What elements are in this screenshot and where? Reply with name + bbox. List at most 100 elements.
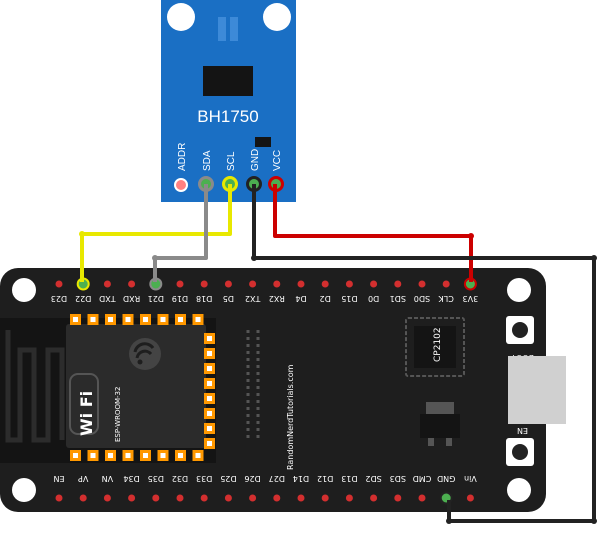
usb-connector xyxy=(508,356,566,424)
top-pin-tx2[interactable]: TX2 xyxy=(245,280,261,304)
top-pin-label: D2 xyxy=(320,294,331,303)
top-pin-d0[interactable]: D0 xyxy=(368,280,379,304)
top-pin-d4[interactable]: D4 xyxy=(295,280,307,304)
bottom-pin-d25[interactable]: D25 xyxy=(220,474,237,502)
module-pad xyxy=(122,314,134,325)
bottom-pin-d13[interactable]: D13 xyxy=(341,474,358,502)
boot-button[interactable] xyxy=(506,316,534,344)
sensor-pin-label: ADDR xyxy=(177,143,188,171)
module-pads-top xyxy=(70,314,204,325)
bottom-pin-d14[interactable]: D14 xyxy=(293,474,309,502)
module-pads-right xyxy=(204,333,215,449)
top-pin-label: TX2 xyxy=(245,294,261,303)
module-pad xyxy=(157,450,169,461)
mounting-hole xyxy=(263,3,291,31)
top-pin-label: TXD xyxy=(99,294,117,303)
top-pin-label: D5 xyxy=(223,294,234,303)
top-pin-label: CLK xyxy=(438,294,454,303)
module-pads-bottom xyxy=(70,450,204,461)
chip-label: CP2102 xyxy=(433,327,443,362)
bottom-pin-vn[interactable]: VN xyxy=(102,474,113,502)
top-pin-label: RXD xyxy=(123,294,140,303)
bottom-pin-en[interactable]: EN xyxy=(53,474,65,502)
wire-vcc-3v3 xyxy=(273,184,473,282)
bottom-pin-cmd[interactable]: CMD xyxy=(413,474,432,502)
top-pin-label: D4 xyxy=(295,294,306,303)
bottom-pin-label: EN xyxy=(53,474,64,483)
bottom-pin-label: SD2 xyxy=(365,474,381,483)
module-pad xyxy=(204,393,215,404)
bottom-pin-d32[interactable]: D32 xyxy=(172,474,188,502)
top-pin-label: D15 xyxy=(341,294,357,303)
module-pad xyxy=(105,314,116,325)
top-pin-label: D21 xyxy=(148,294,164,303)
bottom-pin-sd2[interactable]: SD2 xyxy=(365,474,382,502)
top-pin-d18[interactable]: D18 xyxy=(196,280,212,304)
top-pin-rx2[interactable]: RX2 xyxy=(269,280,285,304)
bottom-pin-d35[interactable]: D35 xyxy=(148,474,164,502)
bottom-pin-vin[interactable]: Vin xyxy=(464,474,477,502)
bottom-pin-d26[interactable]: D26 xyxy=(244,474,261,502)
top-pin-d15[interactable]: D15 xyxy=(341,280,358,304)
module-pad xyxy=(204,408,215,419)
sensor-pin-label: GND xyxy=(250,149,261,171)
module-pad xyxy=(204,378,215,389)
sensor-pin-addr[interactable]: ADDR xyxy=(174,143,188,192)
bottom-header-pins: EN VP VN D34 D35 D32 D33 D25 D26 D27 D14 D12 D13 SD2 S… xyxy=(53,474,477,505)
top-pin-d2[interactable]: D2 xyxy=(320,280,331,304)
module-pad xyxy=(192,314,204,325)
bottom-pin-d27[interactable]: D27 xyxy=(269,474,285,502)
top-pin-label: RX2 xyxy=(269,294,285,303)
module-pad xyxy=(140,314,151,325)
en-button[interactable] xyxy=(506,438,534,466)
bottom-pin-d33[interactable]: D33 xyxy=(196,474,212,502)
top-pin-label: D18 xyxy=(196,294,212,303)
sensor-title: BH1750 xyxy=(197,107,258,126)
module-pad xyxy=(140,450,151,461)
top-pin-d5[interactable]: D5 xyxy=(223,280,234,304)
wifi-label: Wi Fi xyxy=(77,391,96,436)
top-pin-clk[interactable]: CLK xyxy=(438,280,454,304)
cp2102-chip: CP2102 xyxy=(405,317,465,377)
mounting-hole xyxy=(507,478,531,502)
wire-gnd-gnd xyxy=(252,184,596,523)
sensor-pin-label: SDA xyxy=(202,150,213,171)
bottom-pin-label: SD3 xyxy=(390,474,406,483)
bottom-pin-vp[interactable]: VP xyxy=(78,474,88,502)
module-pad xyxy=(204,423,215,434)
module-pad xyxy=(204,348,215,359)
bottom-pin-label: D27 xyxy=(269,474,285,483)
bottom-pin-label: D26 xyxy=(244,474,260,483)
bottom-pin-label: CMD xyxy=(413,474,432,483)
module-pad xyxy=(192,450,204,461)
wire-scl-d22 xyxy=(80,184,232,282)
top-pin-rxd[interactable]: RXD xyxy=(123,280,140,304)
top-pin-txd[interactable]: TXD xyxy=(99,280,117,304)
module-pad xyxy=(175,314,186,325)
module-pad xyxy=(175,450,186,461)
bottom-pin-d34[interactable]: D34 xyxy=(123,474,140,502)
bottom-pin-label: VP xyxy=(78,474,88,483)
bottom-pin-label: D34 xyxy=(123,474,139,483)
en-label: EN xyxy=(517,426,528,435)
top-pin-sd0[interactable]: SD0 xyxy=(414,280,430,304)
top-pin-d23[interactable]: D23 xyxy=(51,280,67,304)
module-pad xyxy=(70,450,81,461)
bottom-pin-sd3[interactable]: SD3 xyxy=(390,474,406,502)
watermark: RandomNerdTutorials.com xyxy=(286,364,295,470)
top-pin-label: D22 xyxy=(75,294,91,303)
esp-wroom-module: Wi Fi ESP-WROOM-32 xyxy=(0,314,216,463)
bottom-pin-label: D13 xyxy=(341,474,357,483)
top-pin-sd1[interactable]: SD1 xyxy=(390,280,406,304)
top-pin-d19[interactable]: D19 xyxy=(172,280,188,304)
module-pad xyxy=(70,314,81,325)
bottom-pin-d12[interactable]: D12 xyxy=(317,474,333,502)
sensor-pin-label: VCC xyxy=(272,150,283,171)
wires xyxy=(79,184,597,524)
wifi-logo: Wi Fi xyxy=(69,373,99,436)
module-label: ESP-WROOM-32 xyxy=(114,387,122,442)
